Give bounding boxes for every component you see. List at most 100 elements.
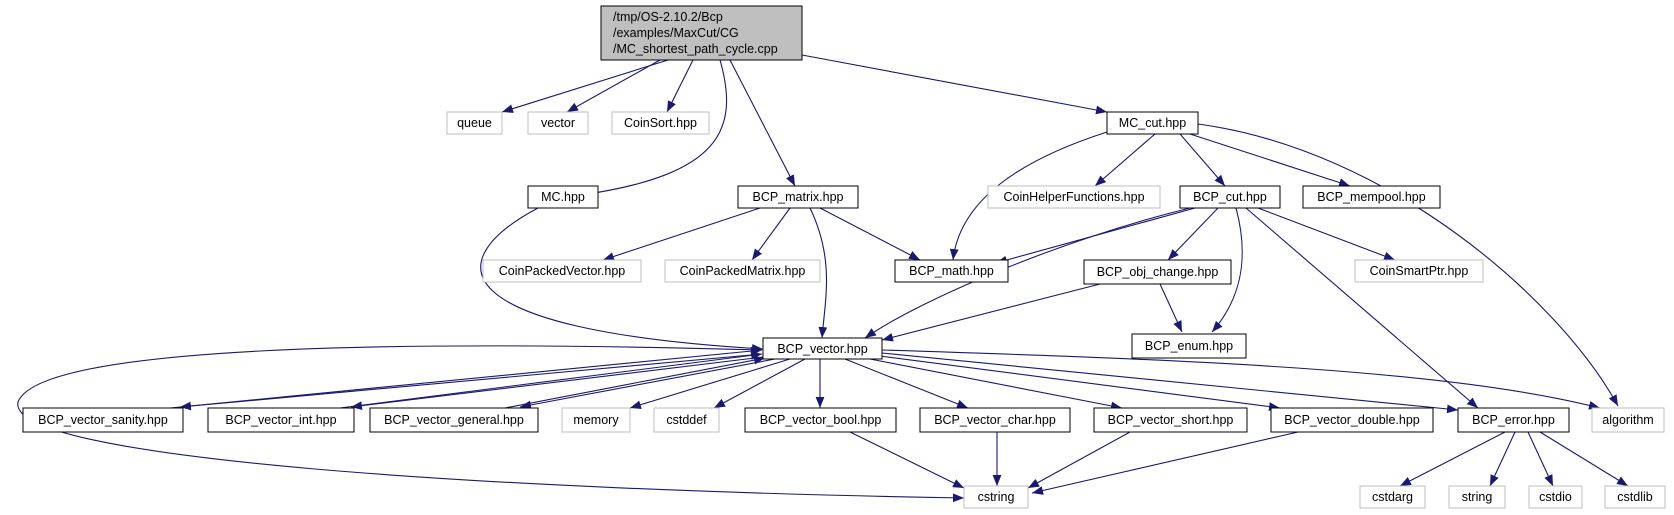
node-cpm-label: CoinPackedMatrix.hpp [680,264,806,278]
node-cstdarg-label: cstdarg [1372,490,1413,504]
edge-matrix-cpv [602,207,761,261]
edge-bvec-vdouble [879,355,1281,411]
edge-bcpcut-enum [1211,207,1243,333]
edge-bvec-sanity [179,353,763,411]
node-mccut: MC_cut.hpp [1106,111,1199,135]
edge-root-coinsort [666,59,694,113]
node-cstdio: cstdio [1528,485,1583,509]
node-mc-label: MC.hpp [541,190,585,204]
node-vint-box [207,407,355,433]
node-cstring: cstring [963,485,1029,509]
node-mempool-box [1302,185,1441,209]
edge-bvec-cstddef [713,358,806,409]
node-root-line-2: /examples/MaxCut/CG [613,26,739,40]
node-vint: BCP_vector_int.hpp [207,407,355,433]
node-vshort-box [1093,407,1248,433]
node-cstddef: cstddef [653,407,720,433]
edge-root-mccut [801,54,1108,115]
node-enum-box [1131,333,1247,359]
node-vgeneral-box [369,407,539,433]
node-matrix-label: BCP_matrix.hpp [752,190,843,204]
node-bcpcut-label: BCP_cut.hpp [1193,190,1267,204]
edge-vint-bvec [339,351,763,409]
node-string: string [1448,485,1506,509]
node-memory: memory [561,407,631,433]
node-mc: MC.hpp [527,185,599,209]
node-cstddef-label: cstddef [666,413,707,427]
edge-bvec-vgeneral [519,358,776,410]
node-cstdarg-box [1359,485,1426,509]
node-string-box [1448,485,1506,509]
node-cpv-box [482,259,642,283]
edge-error-cstdarg [1399,431,1506,487]
node-smartptr: CoinSmartPtr.hpp [1354,259,1484,283]
node-vchar-label: BCP_vector_char.hpp [934,413,1056,427]
node-math-label: BCP_math.hpp [909,264,994,278]
node-cstdio-label: cstdio [1539,490,1572,504]
node-root-line-3: /MC_shortest_path_cycle.cpp [613,42,778,56]
edge-bcpcut-error [1245,207,1479,409]
edge-mccut-math [949,131,1108,261]
node-coinsort-box [611,111,710,135]
edge-bcpcut-objchange [1167,207,1219,261]
node-mempool-label: BCP_mempool.hpp [1317,190,1425,204]
node-error-box [1457,407,1570,433]
node-vbool-label: BCP_vector_bool.hpp [760,413,882,427]
node-sanity: BCP_vector_sanity.hpp [22,407,184,433]
node-memory-label: memory [573,413,619,427]
node-matrix: BCP_matrix.hpp [737,185,859,209]
edge-bvec-algorithm [881,349,1601,410]
edge-vshort-cstring [1027,431,1131,489]
edge-root-queue [501,59,669,113]
node-enum: BCP_enum.hpp [1131,333,1247,359]
node-root-box [600,5,803,61]
node-string-label: string [1462,490,1493,504]
node-cstdlib-label: cstdlib [1617,490,1652,504]
edge-mccut-bcpcut [1179,133,1226,187]
node-enum-label: BCP_enum.hpp [1145,339,1233,353]
node-algorithm-box [1591,407,1665,433]
node-vint-label: BCP_vector_int.hpp [225,413,336,427]
node-vdouble-box [1270,407,1434,433]
node-cstdio-box [1528,485,1583,509]
node-vector: vector [527,111,589,135]
node-queue-box [446,111,503,135]
node-vbool: BCP_vector_bool.hpp [744,407,897,433]
node-vbool-box [744,407,897,433]
node-root-line-1: /tmp/OS-2.10.2/Bcp [613,10,723,24]
node-memory-box [561,407,631,433]
node-mccut-label: MC_cut.hpp [1119,116,1186,130]
node-cpm-box [664,259,821,283]
node-mempool: BCP_mempool.hpp [1302,185,1441,209]
node-cpv-label: CoinPackedVector.hpp [499,264,626,278]
nodes: /tmp/OS-2.10.2/Bcp /examples/MaxCut/CG /… [22,5,1666,509]
node-cstring-label: cstring [978,490,1015,504]
edge-sanity-bvec [169,346,763,409]
node-vdouble-label: BCP_vector_double.hpp [1284,413,1420,427]
node-cstdlib: cstdlib [1604,485,1666,509]
edge-matrix-bvec [809,207,828,339]
node-algorithm-label: algorithm [1602,413,1653,427]
node-mccut-box [1106,111,1199,135]
edge-bvec-vint [350,356,764,411]
node-error-label: BCP_error.hpp [1472,413,1555,427]
edge-mc-bvec [480,207,764,353]
node-vector-label: vector [541,116,575,130]
node-queue: queue [446,111,503,135]
node-matrix-box [737,185,859,209]
edge-vdouble-cstring [1031,431,1299,495]
edge-bvec-vshort [869,358,1123,411]
node-bvec-box [762,337,883,360]
edge-vbool-cstring [849,431,965,489]
edge-bcpcut-smartptr [1257,207,1396,261]
node-bcpcut: BCP_cut.hpp [1179,185,1281,209]
node-coinhelper-box [987,185,1161,209]
node-cpm: CoinPackedMatrix.hpp [664,259,821,283]
node-algorithm: algorithm [1591,407,1665,433]
edge-mccut-algorithm [1197,123,1619,407]
node-vshort: BCP_vector_short.hpp [1093,407,1248,433]
node-vchar-box [919,407,1071,433]
node-math: BCP_math.hpp [894,259,1009,283]
node-objchange-box [1083,259,1232,285]
